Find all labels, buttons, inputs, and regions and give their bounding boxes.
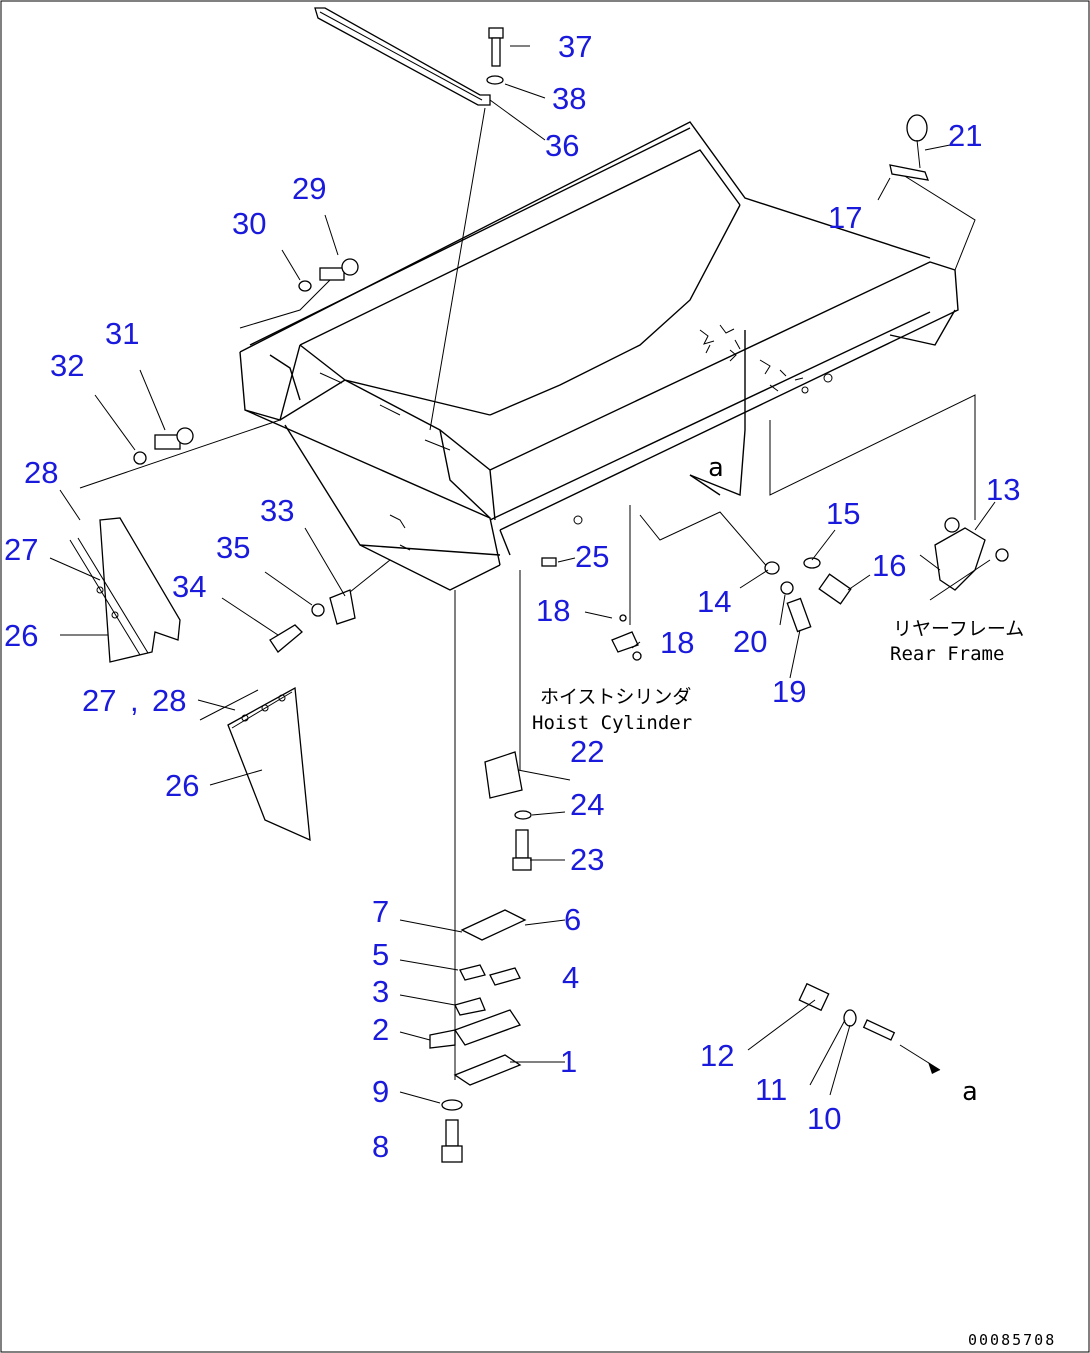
callout-14: 14 bbox=[697, 584, 731, 619]
callout-12: 12 bbox=[700, 1038, 734, 1073]
callout-26a: 26 bbox=[4, 618, 38, 653]
callout-33: 33 bbox=[260, 493, 294, 528]
callout-20: 20 bbox=[733, 624, 767, 659]
callout-leaders bbox=[49, 45, 996, 1104]
label-rear-jp: リヤーフレーム bbox=[893, 618, 1024, 640]
callout-37: 37 bbox=[558, 29, 592, 64]
callout-7: 7 bbox=[372, 894, 389, 929]
callout-28a: 28 bbox=[24, 455, 58, 490]
label-rear-en: Rear Frame bbox=[890, 643, 1004, 665]
callout-36: 36 bbox=[545, 128, 579, 163]
callout-13: 13 bbox=[986, 472, 1020, 507]
leader-lines bbox=[79, 107, 976, 1080]
callout-38: 38 bbox=[552, 81, 586, 116]
callout-25: 25 bbox=[575, 539, 609, 574]
callout-5: 5 bbox=[372, 937, 389, 972]
callout-28b: 28 bbox=[152, 683, 186, 718]
callout-27a: 27 bbox=[4, 532, 38, 567]
callout-18b: 18 bbox=[660, 625, 694, 660]
callout-11: 11 bbox=[755, 1072, 787, 1107]
callout-6: 6 bbox=[564, 902, 581, 937]
callout-35: 35 bbox=[216, 530, 250, 565]
callout-16: 16 bbox=[872, 548, 906, 583]
drawing-code: 00085708 bbox=[968, 1331, 1056, 1349]
callout-9: 9 bbox=[372, 1074, 389, 1109]
callout-31: 31 bbox=[105, 316, 139, 351]
callout-2: 2 bbox=[372, 1012, 389, 1047]
callout-22: 22 bbox=[570, 734, 604, 769]
dump-body bbox=[239, 121, 959, 591]
label-hoist-jp: ホイストシリンダ bbox=[540, 686, 691, 708]
marker-a-upper: a bbox=[708, 453, 724, 483]
callout-19: 19 bbox=[772, 674, 806, 709]
callout-8: 8 bbox=[372, 1129, 389, 1164]
callout-17: 17 bbox=[828, 200, 862, 235]
callout-4: 4 bbox=[562, 960, 579, 995]
callout-32: 32 bbox=[50, 348, 84, 383]
callout-23: 23 bbox=[570, 842, 604, 877]
callout-26b: 26 bbox=[165, 768, 199, 803]
label-hoist-en: Hoist Cylinder bbox=[532, 712, 692, 734]
callout-34: 34 bbox=[172, 569, 206, 604]
callout-27b: 27 bbox=[82, 683, 116, 718]
marker-a-lower: a bbox=[962, 1077, 978, 1107]
parts bbox=[69, 7, 1009, 1163]
callout-18a: 18 bbox=[536, 593, 570, 628]
callout-separator: , bbox=[130, 683, 139, 718]
callout-15: 15 bbox=[826, 496, 860, 531]
callout-24: 24 bbox=[570, 787, 604, 822]
callout-1: 1 bbox=[560, 1044, 577, 1079]
callout-3: 3 bbox=[372, 974, 389, 1009]
callout-29: 29 bbox=[292, 171, 326, 206]
callout-30: 30 bbox=[232, 206, 266, 241]
text-labels: ホイストシリンダ Hoist Cylinder リヤーフレーム Rear Fra… bbox=[532, 453, 1056, 1349]
callout-numbers: 1 2 3 4 5 6 7 8 9 10 11 12 13 14 15 16 1… bbox=[4, 29, 1020, 1164]
callout-10: 10 bbox=[807, 1101, 841, 1136]
callout-21: 21 bbox=[948, 118, 982, 153]
